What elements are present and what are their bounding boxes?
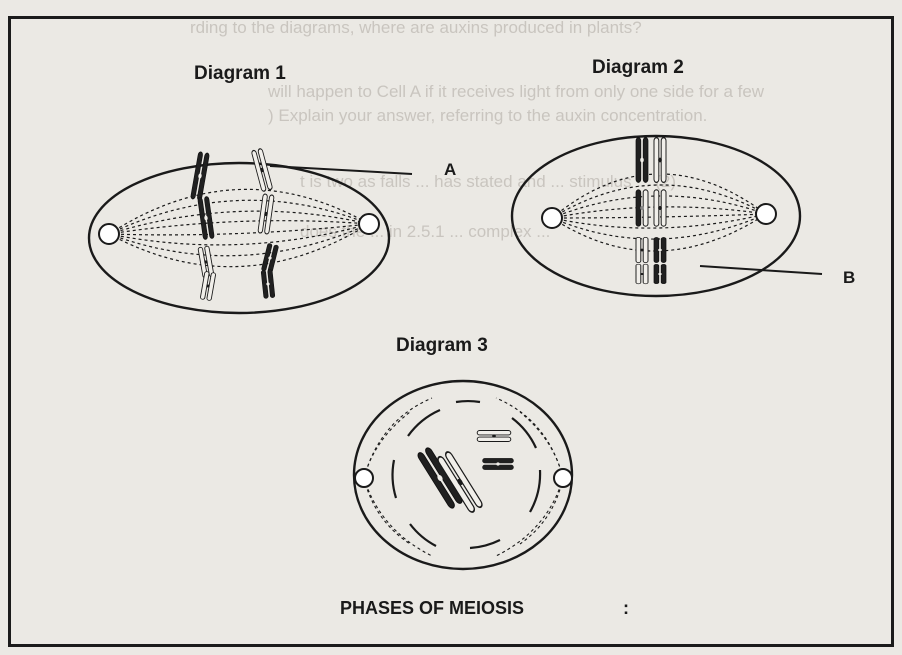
nuclear-envelope-fragments — [393, 401, 541, 548]
chromosome-pair-1c — [198, 246, 216, 301]
centriole-left-2 — [542, 208, 562, 228]
equatorial-bivalents-2 — [636, 138, 666, 284]
label-a: A — [444, 160, 456, 180]
diagram-2-title: Diagram 2 — [592, 57, 684, 79]
centriole-left-1 — [99, 224, 119, 244]
centriole-right-2 — [756, 204, 776, 224]
diagram-3-title: Diagram 3 — [396, 335, 488, 357]
pointer-line-b — [700, 266, 822, 274]
centriole-right-1 — [359, 214, 379, 234]
spindle-fibres-1 — [109, 189, 369, 266]
stray-mark: : — [623, 598, 629, 619]
chromosome-pair-1d — [261, 243, 279, 298]
diagram-1-title: Diagram 1 — [194, 63, 286, 85]
diagram-3-cell — [354, 381, 572, 569]
figure-caption: PHASES OF MEIOSIS — [340, 598, 524, 619]
chromosome-pair-3b — [477, 431, 513, 470]
chromosome-pair-3a — [417, 447, 484, 514]
diagram-2-cell — [512, 136, 822, 296]
label-b: B — [843, 268, 855, 288]
diagram-1-cell — [89, 148, 412, 313]
centriole-left-3 — [355, 469, 373, 487]
centriole-right-3 — [554, 469, 572, 487]
pointer-line-a — [270, 166, 412, 174]
